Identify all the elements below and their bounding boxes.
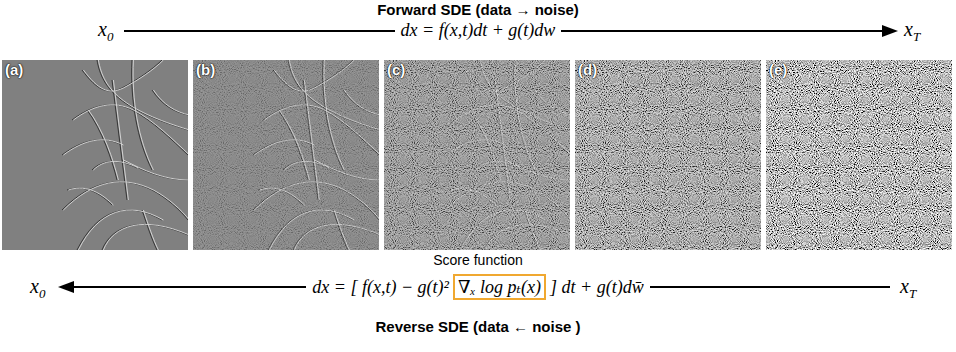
panel-label: (a) [5,61,23,78]
panel-label: (d) [578,61,597,78]
state-symbol: x [904,18,913,40]
score-box: ∇ₓ log pₜ(x) [453,274,546,300]
panel-label: (e) [769,61,787,78]
equation-part: ] dt + g(t)dw̄ [550,276,644,298]
state-label: xT [904,17,920,49]
panel-label: (b) [196,61,215,78]
equation-part: dx = [ f(x,t) − g(t)² [312,276,449,298]
score-function-label: Score function [433,252,523,268]
image-panel: (c) [384,60,570,250]
equation-row: dx = [ f(x,t) − g(t)² ∇ₓ log pₜ(x) ] dt + … [0,274,956,300]
state-subscript: T [913,29,920,44]
image-panel: (a) [2,60,188,250]
caption-row: Score function [0,251,956,269]
equation-row: dx = f(x,t)dt + g(t)dw [0,19,956,41]
state-subscript: 0 [39,286,46,301]
image-panel: (e) [766,60,952,250]
panel-label: (c) [387,61,405,78]
heading-row: Reverse SDE (data ← noise ) [0,318,956,336]
state-label: x0 [98,17,113,49]
reverse-equation: dx = [ f(x,t) − g(t)² ∇ₓ log pₜ(x) ] dt + … [306,274,649,300]
state-label: x0 [30,274,45,306]
state-symbol: x [30,275,39,297]
score-term: ∇ₓ log pₜ(x) [458,277,541,297]
state-label: xT [900,274,916,306]
heading-row: Forward SDE (data → noise) [0,1,956,19]
image-panel: (d) [575,60,761,250]
state-subscript: 0 [107,29,114,44]
forward-title: Forward SDE (data → noise) [377,1,579,18]
state-symbol: x [98,18,107,40]
image-panel: (b) [193,60,379,250]
reverse-title: Reverse SDE (data ← noise ) [375,318,580,335]
forward-equation: dx = f(x,t)dt + g(t)dw [395,20,562,40]
state-symbol: x [900,275,909,297]
state-subscript: T [909,286,916,301]
